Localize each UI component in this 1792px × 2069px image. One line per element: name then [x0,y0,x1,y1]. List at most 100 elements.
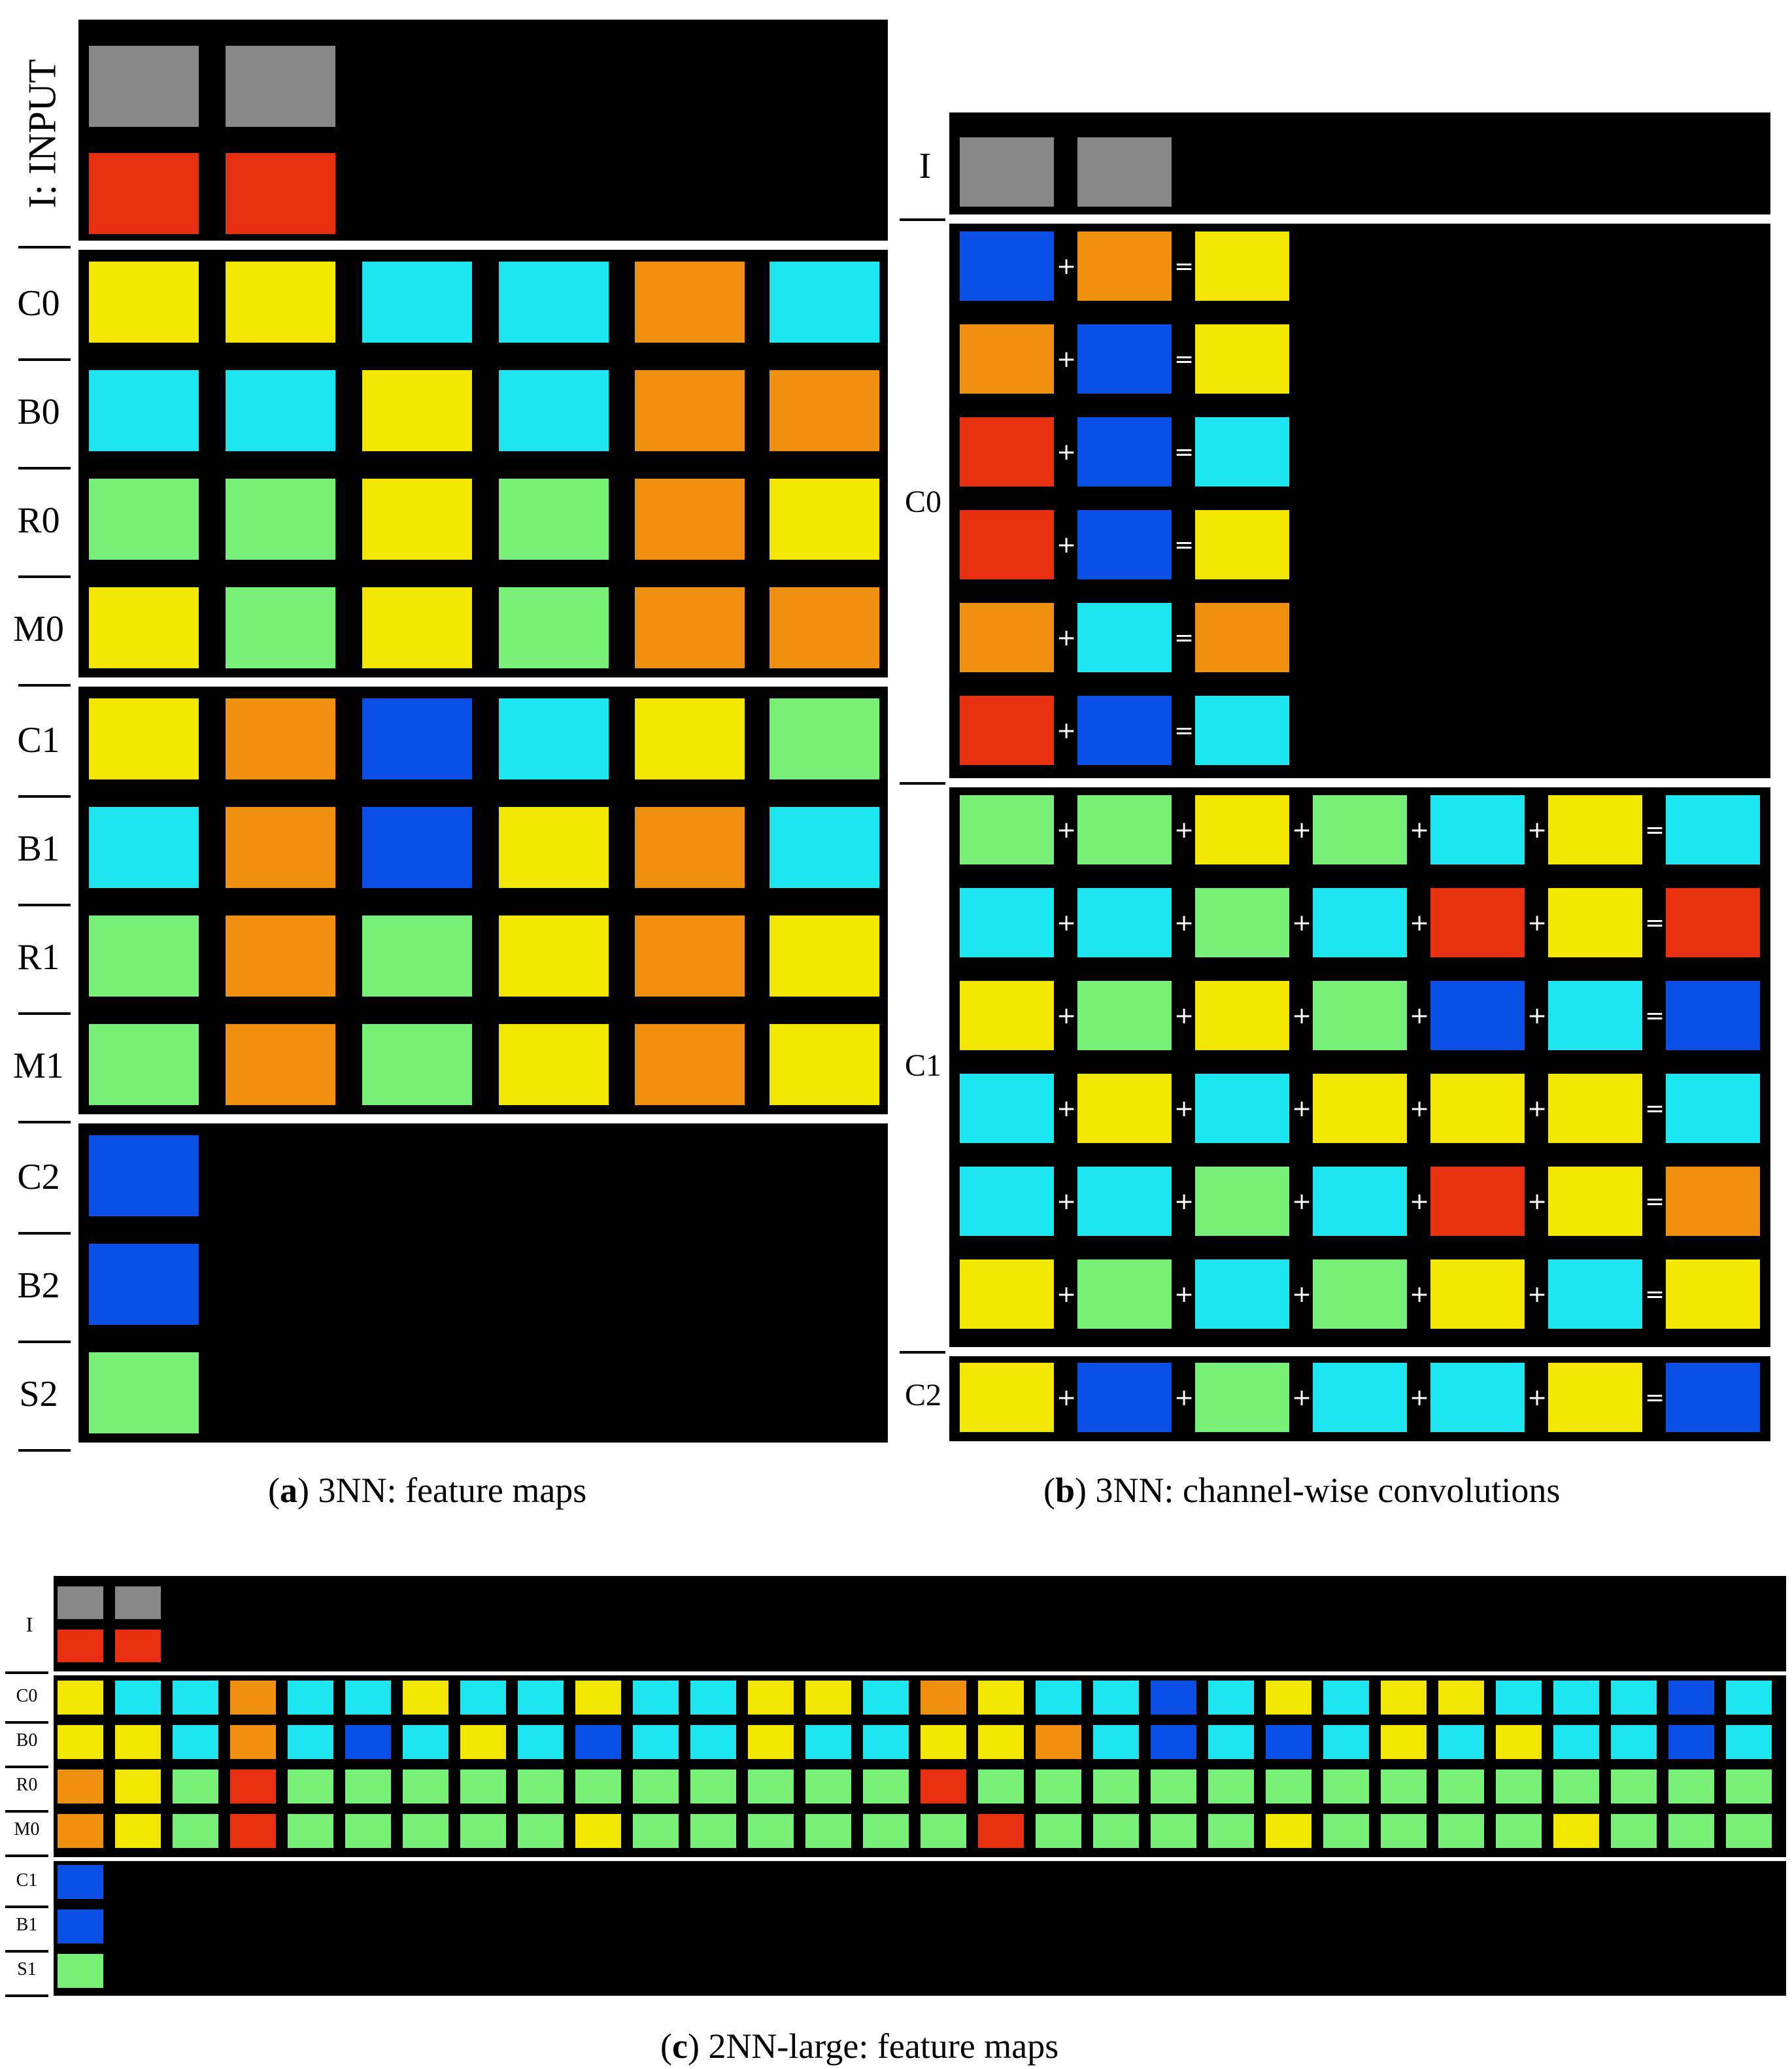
panel-c-caption-text: 2NN-large: feature maps [708,2026,1059,2066]
feature-map-tile [226,370,335,451]
row-label-s1: S1 [17,1959,37,1979]
feature-map-tile [863,1681,909,1715]
feature-map-tile [633,1725,679,1759]
feature-map-tile [89,807,199,888]
channel-conv-tile [1077,981,1172,1050]
feature-map-tile [635,587,745,668]
feature-map-tile [635,370,745,451]
feature-map-tile [1266,1681,1311,1715]
panel-c-input-label: I [25,1613,33,1636]
feature-map-tile [1266,1725,1311,1759]
panel-c-layer1-block [54,1861,1786,1996]
feature-map-tile [173,1770,218,1804]
feature-map-tile [362,915,472,997]
plus-sign: + [1057,1281,1077,1308]
plus-sign: + [1174,1281,1194,1308]
channel-conv-tile [960,1074,1054,1143]
channel-conv-tile [1666,1167,1760,1236]
plus-sign: + [1410,817,1430,844]
row-divider [18,1121,71,1123]
feature-map-tile [921,1681,966,1715]
plus-sign: + [1057,439,1077,466]
feature-map-tile [1668,1770,1714,1804]
feature-map-tile [1036,1681,1081,1715]
channel-conv-tile [1430,1363,1525,1432]
channel-conv-tile [1077,1259,1172,1329]
feature-map-tile [921,1770,966,1804]
panel-b-caption-text: 3NN: channel-wise convolutions [1095,1471,1561,1510]
row-label-m0: M0 [13,609,64,649]
feature-map-tile [115,1725,161,1759]
plus-sign: + [1057,532,1077,558]
channel-conv-tile [1548,1259,1642,1329]
feature-map-tile [345,1770,391,1804]
feature-map-tile [226,698,335,779]
row-divider [18,575,71,578]
row-label-c0: C0 [17,283,60,324]
feature-map-tile [690,1770,736,1804]
feature-map-tile [1151,1725,1196,1759]
feature-map-tile [499,479,609,560]
channel-conv-tile [960,231,1054,301]
plus-sign: + [1410,1384,1430,1411]
feature-map-tile [1726,1725,1772,1759]
feature-map-tile [1208,1814,1254,1848]
row-label-r0: R0 [16,1775,38,1795]
feature-map-tile [362,587,472,668]
channel-conv-tile [1195,696,1289,765]
feature-map-tile [499,262,609,343]
feature-map-tile [805,1770,851,1804]
feature-map-tile [748,1681,794,1715]
channel-conv-tile [1195,1363,1289,1432]
channel-conv-tile [960,417,1054,487]
feature-map-tile [362,698,472,779]
channel-conv-tile [1430,795,1525,864]
panel-a-layer1-block [78,687,888,1114]
channel-conv-tile [1666,1074,1760,1143]
feature-map-tile [403,1770,448,1804]
feature-map-tile [575,1681,621,1715]
feature-map-tile [769,698,879,779]
feature-map-tile [230,1770,276,1804]
feature-map-tile [460,1770,506,1804]
row-divider [18,1341,71,1343]
channel-conv-tile [1077,1363,1172,1432]
feature-map-tile [635,1024,745,1105]
plus-sign: + [1292,1095,1312,1122]
feature-map-tile [58,1865,103,1899]
row-label-c1: C1 [17,720,60,761]
channel-conv-tile [1077,324,1172,394]
feature-map-tile [1093,1814,1139,1848]
feature-map-tile [173,1814,218,1848]
feature-map-tile [978,1814,1024,1848]
feature-map-tile [226,807,335,888]
channel-conv-tile [1548,888,1642,957]
panel-a-caption-letter: a [279,1471,297,1510]
row-divider [900,1351,945,1354]
feature-map-tile [805,1681,851,1715]
feature-map-tile [115,1814,161,1848]
input-heat-tile [115,1630,161,1662]
row-divider [5,1766,48,1768]
feature-map-tile [863,1814,909,1848]
equals-sign: = [1645,1095,1665,1122]
row-divider [5,1906,48,1908]
channel-conv-tile [1548,795,1642,864]
plus-sign: + [1057,817,1077,844]
feature-map-tile [499,915,609,997]
feature-map-tile [1553,1725,1599,1759]
channel-conv-tile [1077,1074,1172,1143]
channel-conv-tile [1195,1074,1289,1143]
channel-conv-tile [1666,981,1760,1050]
channel-conv-tile [1548,981,1642,1050]
row-divider [900,218,945,221]
feature-map-tile [805,1814,851,1848]
panel-c-input-block [54,1576,1786,1671]
input-heat-tile [226,153,335,234]
feature-map-tile [575,1725,621,1759]
feature-map-tile [89,915,199,997]
feature-map-tile [633,1814,679,1848]
feature-map-tile [345,1725,391,1759]
feature-map-tile [518,1725,564,1759]
feature-map-tile [58,1814,103,1848]
